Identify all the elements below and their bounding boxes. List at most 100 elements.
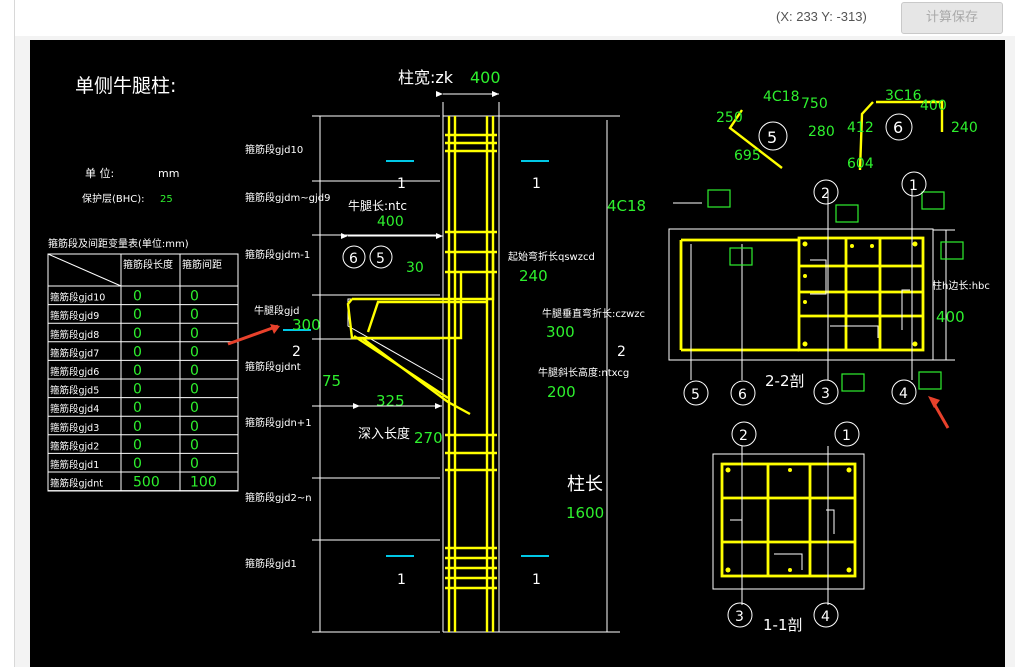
bar5-d: 695 (734, 148, 761, 164)
vertical-bend-label: 牛腿垂直弯折长:czwzc (542, 307, 645, 320)
corbel-length-value: 400 (377, 214, 404, 230)
sec22-circle-3: 3 (821, 386, 830, 402)
slope-height-label: 牛腿斜长高度:ntxcg (538, 366, 629, 379)
table-row-length: 0 (133, 326, 142, 342)
slope-height-value: 200 (547, 383, 576, 401)
sec11-leaders (730, 446, 835, 605)
unit-value: mm (158, 167, 179, 180)
bar6-spec: 3C16 (885, 88, 922, 104)
table-row-name: 箍筋段gjd4 (50, 403, 99, 415)
bend-start-label: 起始弯折长qswzcd (508, 250, 595, 263)
bar-circle-6-num: 6 (349, 251, 358, 267)
table-row-spacing: 0 (190, 382, 199, 398)
table-row-name: 箍筋段gjd3 (50, 422, 99, 434)
table-title: 箍筋段及间距变量表(单位:mm) (48, 237, 189, 250)
sec22-circle-1: 1 (909, 178, 918, 194)
column-rebars (346, 116, 497, 632)
sec22-circle-4: 4 (899, 386, 908, 402)
bar6-b: 412 (847, 120, 874, 136)
bar-shape-5 (728, 109, 783, 169)
unit-label: 单 位: (85, 166, 114, 180)
corbel-length-label: 牛腿长:ntc (348, 198, 407, 213)
bend-start-value: 240 (519, 267, 548, 285)
embed-length-value: 270 (414, 429, 443, 447)
cover-label: 保护层(BHC): (82, 192, 145, 205)
table-row-name: 箍筋段gjd5 (50, 385, 99, 397)
sec11-circle-4: 4 (821, 609, 830, 625)
sec22-circles (683, 171, 927, 406)
table-row-length: 0 (133, 344, 142, 360)
bar-circle-6 (342, 245, 366, 269)
sec22-placeholders (707, 189, 964, 392)
seg-label-gjdm-gjd9: 箍筋段gjdm~gjd9 (245, 191, 330, 204)
column-outline (347, 102, 620, 633)
table-row-spacing: 0 (190, 437, 199, 453)
sec11-circles (727, 421, 860, 628)
table-row-name: 箍筋段gjd2 (50, 440, 99, 452)
sec11-outline (712, 453, 865, 590)
bar5-num: 5 (767, 128, 777, 147)
bar5-a: 750 (801, 96, 828, 112)
table-row-name: 箍筋段gjdnt (50, 478, 103, 490)
table-row-length: 500 (133, 475, 160, 491)
bar6-c: 240 (951, 120, 978, 136)
table-row-length: 0 (133, 307, 142, 323)
table-row-name: 箍筋段gjd6 (50, 366, 99, 378)
main-bar-spec: 4C18 (607, 197, 646, 215)
table-row-length: 0 (133, 437, 142, 453)
vertical-bend-value: 300 (546, 323, 575, 341)
bar-shape-6a (858, 101, 874, 171)
table-row-length: 0 (133, 363, 142, 379)
section-mark-2b: 2 (617, 344, 626, 360)
sec22-leaders (673, 190, 955, 380)
seg-label-gjdnt: 箍筋段gjdnt (245, 360, 301, 373)
sec22-outline (668, 228, 934, 361)
cursor-coordinates: (X: 233 Y: -313) (776, 9, 867, 24)
table-row-name: 箍筋段gjd7 (50, 347, 99, 359)
table-row-name: 箍筋段gjd10 (50, 292, 105, 304)
section-mark-1d: 1 (532, 572, 541, 588)
seg-label-gjdn+1: 箍筋段gjdn+1 (245, 416, 312, 429)
red-arrow-left-head (270, 324, 280, 334)
bar-shape-6b (876, 100, 944, 132)
column-length-label: 柱长 (567, 474, 603, 495)
table-row-name: 箍筋段gjd1 (50, 459, 99, 471)
table-row-length: 0 (133, 456, 142, 472)
seg-label-gjd10: 箍筋段gjd10 (245, 143, 303, 156)
left-panel-edge (0, 0, 15, 667)
cover-value: 25 (160, 194, 173, 205)
sec22-rebars (679, 236, 925, 352)
bar6-circle (885, 113, 913, 141)
red-arrow-left (227, 324, 279, 346)
bar5-c: 280 (808, 124, 835, 140)
sec11-circle-1: 1 (842, 428, 851, 444)
table-row-spacing: 0 (190, 419, 199, 435)
corbel-segment-value: 300 (292, 316, 321, 334)
table-row-name: 箍筋段gjd9 (50, 310, 99, 322)
bar6-d: 604 (847, 156, 874, 172)
table-row-length: 0 (133, 289, 142, 305)
section-mark-1c: 1 (397, 572, 406, 588)
table-row-spacing: 100 (190, 475, 217, 491)
sec11-rebars (720, 462, 857, 578)
table-row-spacing: 0 (190, 456, 199, 472)
column-length-value: 1600 (566, 504, 604, 522)
bar5-b: 250 (716, 110, 743, 126)
table-row-spacing: 0 (190, 289, 199, 305)
section-cut-marks (283, 160, 549, 557)
dim-30: 30 (406, 260, 424, 276)
sec22-circle-6: 6 (738, 387, 747, 403)
sec11-title: 1-1剖 (763, 616, 803, 634)
hbc-value: 400 (936, 308, 965, 326)
section-mark-2a: 2 (292, 344, 301, 360)
table-header-spacing: 箍筋间距 (182, 258, 222, 271)
section-mark-1b: 1 (532, 176, 541, 192)
bar5-circle (758, 121, 788, 151)
cad-drawing-canvas[interactable]: 单侧牛腿柱: 单 位: mm 保护层(BHC): 25 箍筋段及间距变量表(单位… (30, 40, 1005, 667)
hbc-label: 柱h边长:hbc (932, 279, 990, 292)
calculate-save-button[interactable]: 计算保存 (901, 2, 1003, 34)
bar6-num: 6 (893, 118, 903, 137)
dim-325: 325 (376, 392, 405, 410)
bar-circle-5-num: 5 (376, 251, 385, 267)
seg-label-gjdm-1: 箍筋段gjdm-1 (245, 248, 310, 261)
